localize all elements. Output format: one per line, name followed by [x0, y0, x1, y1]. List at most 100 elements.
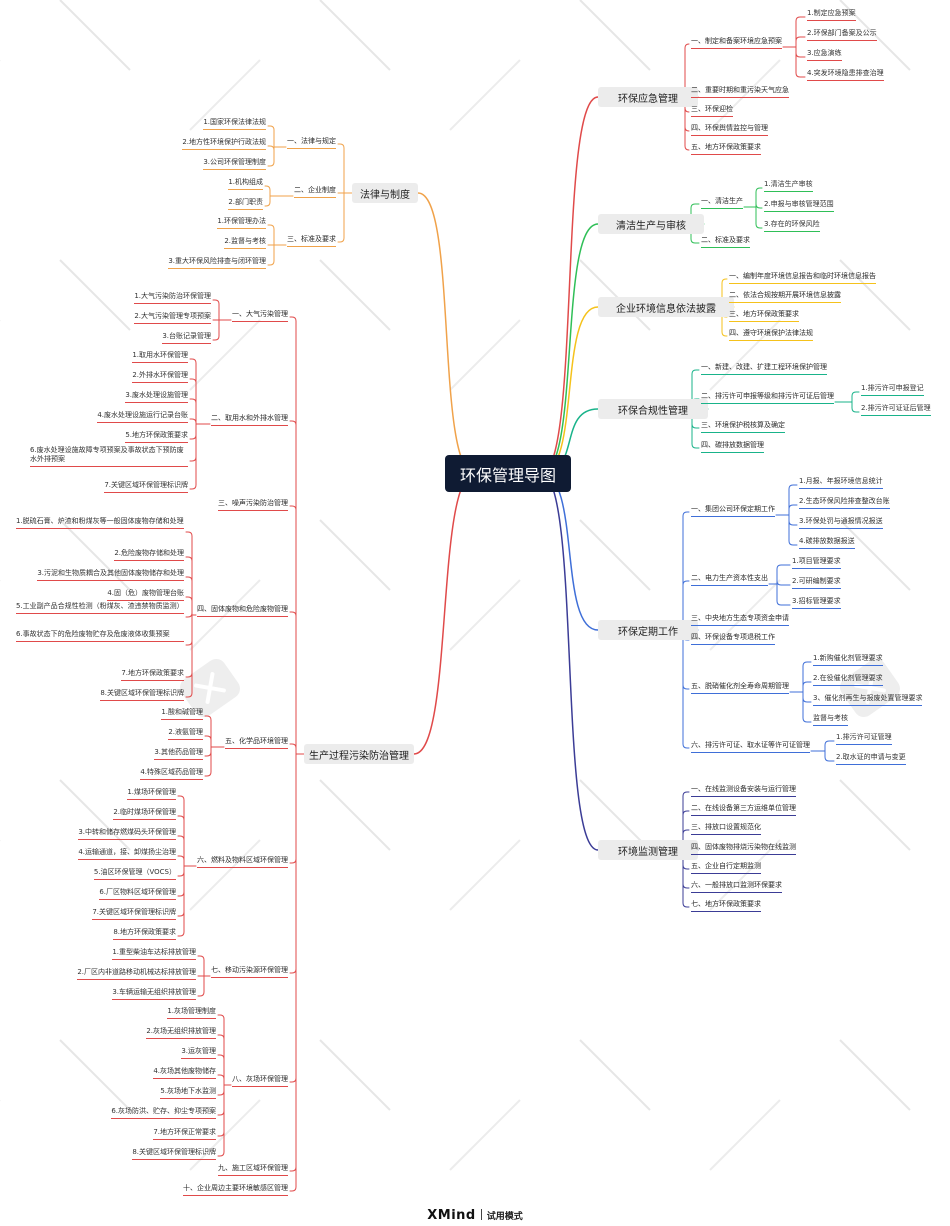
leaf-topic[interactable]: 1.清洁生产审核: [764, 180, 813, 192]
sub-topic[interactable]: 四、遵守环境保护法律法规: [729, 329, 813, 341]
leaf-topic[interactable]: 8.关键区域环保管理标识牌: [100, 689, 184, 701]
leaf-topic[interactable]: 2.可研编制要求: [792, 577, 841, 589]
sub-topic[interactable]: 三、环境保护税核算及确定: [701, 421, 785, 433]
leaf-topic[interactable]: 1.项目管理要求: [792, 557, 841, 569]
leaf-topic[interactable]: 6.灰场防洪、贮存、抑尘专项预案: [111, 1107, 216, 1119]
sub-topic[interactable]: 六、一般排放口监测环保要求: [691, 881, 782, 893]
main-topic-3[interactable]: 环保合规性管理: [598, 399, 708, 419]
leaf-topic[interactable]: 1.机构组成: [228, 178, 263, 190]
leaf-topic[interactable]: 2.外排水环保管理: [132, 371, 188, 383]
leaf-topic[interactable]: 1.排污许可申报登记: [861, 384, 924, 396]
leaf-topic[interactable]: 4.废水处理设施运行记录台账: [97, 411, 188, 423]
leaf-topic[interactable]: 6.厂区物料区域环保管理: [99, 888, 176, 900]
sub-topic[interactable]: 八、灰场环保管理: [232, 1075, 288, 1087]
main-topic-4[interactable]: 环保定期工作: [598, 620, 698, 640]
sub-topic[interactable]: 五、企业自行定期监测: [691, 862, 761, 874]
leaf-topic[interactable]: 3.台账记录管理: [162, 332, 211, 344]
sub-topic[interactable]: 三、环保迎检: [691, 105, 733, 117]
sub-topic[interactable]: 三、标准及要求: [287, 235, 336, 247]
leaf-topic[interactable]: 1.排污许可证管理: [836, 733, 892, 745]
leaf-topic[interactable]: 7.关键区域环保管理标识牌: [92, 908, 176, 920]
sub-topic[interactable]: 一、在线监测设备安装与运行管理: [691, 785, 796, 797]
sub-topic[interactable]: 六、排污许可证、取水证等许可证管理: [691, 741, 810, 753]
sub-topic[interactable]: 一、集团公司环保定期工作: [691, 505, 775, 517]
leaf-topic[interactable]: 3.其他药品管理: [154, 748, 203, 760]
sub-topic[interactable]: 二、电力生产资本性支出: [691, 574, 768, 586]
sub-topic[interactable]: 一、法律与规定: [287, 137, 336, 149]
sub-topic[interactable]: 四、碳排放数据管理: [701, 441, 764, 453]
leaf-topic[interactable]: 5.地方环保政策要求: [125, 431, 188, 443]
sub-topic[interactable]: 四、固体废物排烧污染物在线监测: [691, 843, 796, 855]
leaf-topic[interactable]: 1.环保管理办法: [217, 217, 266, 229]
sub-topic[interactable]: 四、环保设备专项退税工作: [691, 633, 775, 645]
sub-topic[interactable]: 四、固体废物和危险废物管理: [197, 605, 288, 617]
sub-topic[interactable]: 三、地方环保政策要求: [729, 310, 799, 322]
leaf-topic[interactable]: 1.酸和碱管理: [161, 708, 203, 720]
main-topic-2[interactable]: 企业环境信息依法披露: [598, 297, 734, 317]
main-topic-left-0[interactable]: 法律与制度: [352, 183, 418, 203]
leaf-topic[interactable]: 4.突发环境隐患排查治理: [807, 69, 884, 81]
leaf-topic[interactable]: 2.厂区内非道路移动机械达标排放管理: [77, 968, 196, 980]
sub-topic[interactable]: 一、制定和备案环境应急预案: [691, 37, 782, 49]
leaf-topic[interactable]: 6.废水处理设施故障专项预案及事故状态下预防废水外排预案: [30, 446, 188, 467]
sub-topic[interactable]: 六、燃料及物料区域环保管理: [197, 856, 288, 868]
sub-topic[interactable]: 二、取用水和外排水管理: [211, 414, 288, 426]
leaf-topic[interactable]: 3.运灰管理: [181, 1047, 216, 1059]
leaf-topic[interactable]: 2.临时煤场环保管理: [113, 808, 176, 820]
leaf-topic[interactable]: 1.灰场管理制度: [167, 1007, 216, 1019]
leaf-topic[interactable]: 8.关键区域环保管理标识牌: [132, 1148, 216, 1160]
main-topic-5[interactable]: 环境监测管理: [598, 840, 698, 860]
sub-topic[interactable]: 二、重要时期和重污染天气应急: [691, 86, 789, 98]
leaf-topic[interactable]: 4.固（危）废物管理台账: [107, 589, 184, 601]
leaf-topic[interactable]: 监督与考核: [813, 714, 848, 726]
sub-topic[interactable]: 二、排污许可申报等级和排污许可证后管理: [701, 392, 834, 404]
leaf-topic[interactable]: 3.应急演练: [807, 49, 842, 61]
leaf-topic[interactable]: 3.废水处理设施管理: [125, 391, 188, 403]
leaf-topic[interactable]: 1.大气污染防治环保管理: [134, 292, 211, 304]
leaf-topic[interactable]: 3.污泥和生物质耦合及其他固体废物储存和处理: [37, 569, 184, 581]
leaf-topic[interactable]: 2.灰场无组织排放管理: [146, 1027, 216, 1039]
sub-topic[interactable]: 一、清洁生产: [701, 197, 743, 209]
sub-topic[interactable]: 二、依法合规按期开展环境信息披露: [729, 291, 841, 303]
leaf-topic[interactable]: 2.取水证的申请与变更: [836, 753, 906, 765]
leaf-topic[interactable]: 3、催化剂再生与报废处置管理要求: [813, 694, 923, 706]
main-topic-1[interactable]: 清洁生产与审核: [598, 214, 704, 234]
leaf-topic[interactable]: 4.碳排放数据报送: [799, 537, 855, 549]
leaf-topic[interactable]: 4.特殊区域药品管理: [140, 768, 203, 780]
leaf-topic[interactable]: 1.制定应急预案: [807, 9, 856, 21]
sub-topic[interactable]: 二、企业制度: [294, 186, 336, 198]
leaf-topic[interactable]: 4.运输通道，接、卸煤扬尘治理: [78, 848, 176, 860]
leaf-topic[interactable]: 3.公司环保管理制度: [203, 158, 266, 170]
leaf-topic[interactable]: 2.监督与考核: [224, 237, 266, 249]
root-topic[interactable]: 环保管理导图: [445, 455, 571, 492]
leaf-topic[interactable]: 1.重型柴油车达标排放管理: [112, 948, 196, 960]
leaf-topic[interactable]: 2.液氨管理: [168, 728, 203, 740]
leaf-topic[interactable]: 1.国家环保法律法规: [203, 118, 266, 130]
leaf-topic[interactable]: 7.地方环保政策要求: [121, 669, 184, 681]
leaf-topic[interactable]: 3.环保处罚与通报情况报送: [799, 517, 883, 529]
leaf-topic[interactable]: 3.重大环保风险排查与闭环管理: [168, 257, 266, 269]
sub-topic[interactable]: 一、编制年度环境信息报告和临时环境信息报告: [729, 272, 876, 284]
sub-topic[interactable]: 五、脱硝催化剂全寿命周期管理: [691, 682, 789, 694]
leaf-topic[interactable]: 1.新购催化剂管理要求: [813, 654, 883, 666]
leaf-topic[interactable]: 2.申报与审核管理范围: [764, 200, 834, 212]
leaf-topic[interactable]: 5.工业副产品合规性检测（粉煤灰、渣违禁物质监测）: [16, 602, 184, 614]
leaf-topic[interactable]: 1.月报、年报环境信息统计: [799, 477, 883, 489]
leaf-topic[interactable]: 5.灰场地下水监测: [160, 1087, 216, 1099]
leaf-topic[interactable]: 2.环保部门备案及公示: [807, 29, 877, 41]
leaf-topic[interactable]: 2.在役催化剂管理要求: [813, 674, 883, 686]
leaf-topic[interactable]: 8.地方环保政策要求: [113, 928, 176, 940]
leaf-topic[interactable]: 2.大气污染管理专项预案: [134, 312, 211, 324]
leaf-topic[interactable]: 3.存在的环保风险: [764, 220, 820, 232]
leaf-topic[interactable]: 1.取用水环保管理: [132, 351, 188, 363]
leaf-topic[interactable]: 3.中转和储存燃煤码头环保管理: [78, 828, 176, 840]
leaf-topic[interactable]: 7.地方环保正常要求: [153, 1128, 216, 1140]
sub-topic[interactable]: 一、大气污染管理: [232, 310, 288, 322]
leaf-topic[interactable]: 7.关键区域环保管理标识牌: [104, 481, 188, 493]
main-topic-left-1[interactable]: 生产过程污染防治管理: [304, 744, 414, 764]
sub-topic[interactable]: 九、施工区域环保管理: [218, 1164, 288, 1176]
leaf-topic[interactable]: 2.危险废物存储和处理: [114, 549, 184, 561]
sub-topic[interactable]: 一、新建、改建、扩建工程环境保护管理: [701, 363, 827, 375]
sub-topic[interactable]: 五、地方环保政策要求: [691, 143, 761, 155]
leaf-topic[interactable]: 1.煤场环保管理: [127, 788, 176, 800]
